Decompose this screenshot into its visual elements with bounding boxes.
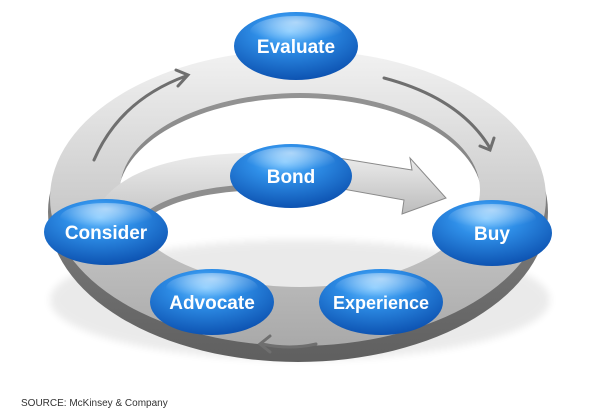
node-buy-label: Buy xyxy=(474,224,510,245)
node-experience-label: Experience xyxy=(333,293,429,313)
node-evaluate-label: Evaluate xyxy=(257,37,335,58)
node-experience: Experience xyxy=(319,269,443,335)
node-advocate-label: Advocate xyxy=(169,293,255,314)
node-consider: Consider xyxy=(44,199,168,265)
node-advocate: Advocate xyxy=(150,269,274,335)
source-note: SOURCE: McKinsey & Company xyxy=(21,398,168,409)
node-consider-label: Consider xyxy=(65,223,148,244)
outer-ring xyxy=(50,50,546,346)
ring-direction-arrows xyxy=(92,68,496,354)
node-buy: Buy xyxy=(432,200,552,266)
node-bond-label: Bond xyxy=(267,167,316,188)
node-evaluate: Evaluate xyxy=(234,12,358,80)
node-bond: Bond xyxy=(230,144,352,208)
